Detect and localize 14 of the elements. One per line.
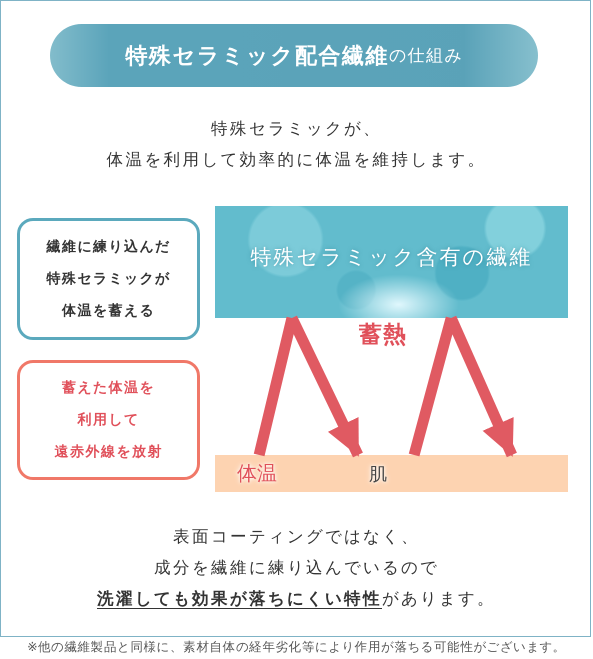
card-text: 繊維に練り込んだ特殊セラミックが体温を蓄える	[46, 238, 170, 321]
fiber-band	[215, 206, 568, 318]
body-heat-label: 体温	[237, 460, 277, 487]
title-banner: 特殊セラミック配合繊維の仕組み	[50, 24, 538, 87]
fiber-label: 特殊セラミック含有の繊維	[250, 244, 532, 271]
skin-band	[215, 455, 568, 492]
footnote: ※他の繊維製品と同様に、素材自体の経年劣化等により作用が落ちる可能性がございます。	[26, 639, 567, 656]
heat-storage-label: 蓄熱	[358, 321, 408, 350]
info-card	[17, 360, 200, 480]
skin-label: 肌	[369, 462, 387, 486]
summary-text: 表面コーティングではなく、成分を繊維に練り込んでいるので洗濯しても効果が落ちにくい特性があります。	[96, 526, 497, 610]
card-text: 蓄えた体温を利用して遠赤外線を放射	[54, 379, 163, 462]
info-card	[17, 218, 200, 340]
intro-text: 特殊セラミックが、体温を利用して効率的に体温を維持します。	[106, 118, 488, 171]
